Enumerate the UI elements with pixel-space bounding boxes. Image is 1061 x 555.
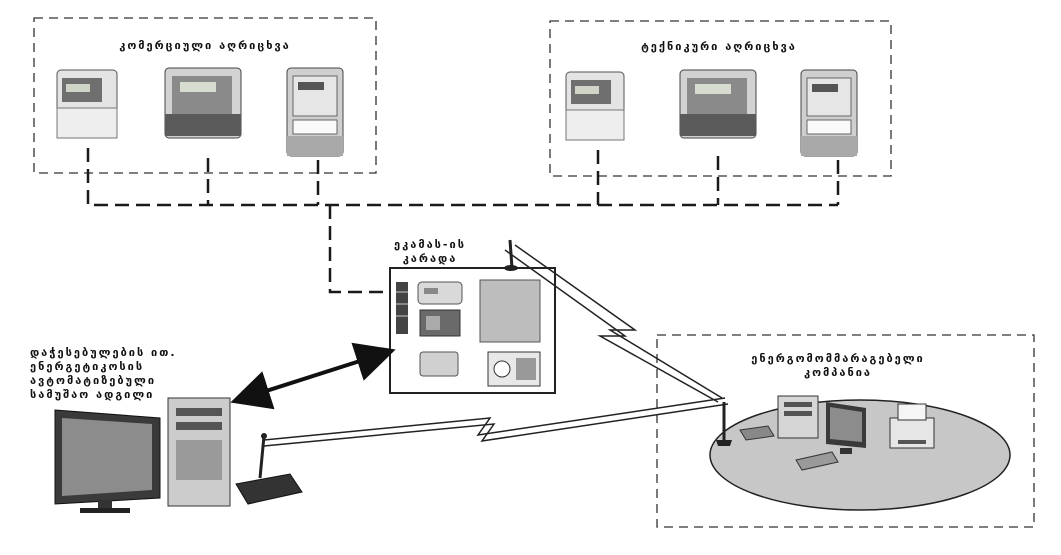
socket-icon bbox=[488, 352, 540, 386]
commercial-metering-label: კომერციული აღრიცხვა bbox=[119, 39, 291, 52]
antenna-icon bbox=[504, 240, 518, 271]
power-supply-icon bbox=[420, 352, 458, 376]
meter-icon bbox=[57, 70, 117, 138]
technical-metering-label: ტექნიკური აღრიცხვა bbox=[641, 40, 797, 53]
meter-icon bbox=[801, 70, 857, 156]
workstation-label-line1: დაჭესებულების ით. bbox=[30, 346, 177, 359]
meter-icon bbox=[566, 72, 624, 140]
meter-icon bbox=[680, 70, 756, 138]
company-label-line1: ენერგომომმარაგებელი bbox=[751, 352, 925, 365]
modem-icon bbox=[418, 282, 462, 304]
workstation-label-line4: სამუშაო ადგილი bbox=[30, 388, 154, 401]
gsm-cabinet-label-line2: კარადა bbox=[403, 252, 458, 265]
gsm-cabinet-label-line1: ეკამას-ის bbox=[394, 238, 466, 251]
server-icon bbox=[778, 396, 818, 438]
data-link-arrow bbox=[238, 352, 388, 400]
company-label-line2: კომპანია bbox=[804, 366, 872, 379]
terminal-block-icon bbox=[396, 282, 408, 334]
monitor-icon bbox=[55, 410, 160, 513]
meter-icon bbox=[165, 68, 241, 138]
pc-tower-icon bbox=[168, 398, 230, 506]
workstation-label-line3: ავტომატიზებული bbox=[30, 374, 156, 387]
enclosure-icon bbox=[480, 280, 540, 342]
workstation-label-line2: ენერგეტიკოსის bbox=[30, 360, 144, 373]
meter-icon bbox=[287, 68, 343, 156]
converter-icon bbox=[420, 310, 460, 336]
